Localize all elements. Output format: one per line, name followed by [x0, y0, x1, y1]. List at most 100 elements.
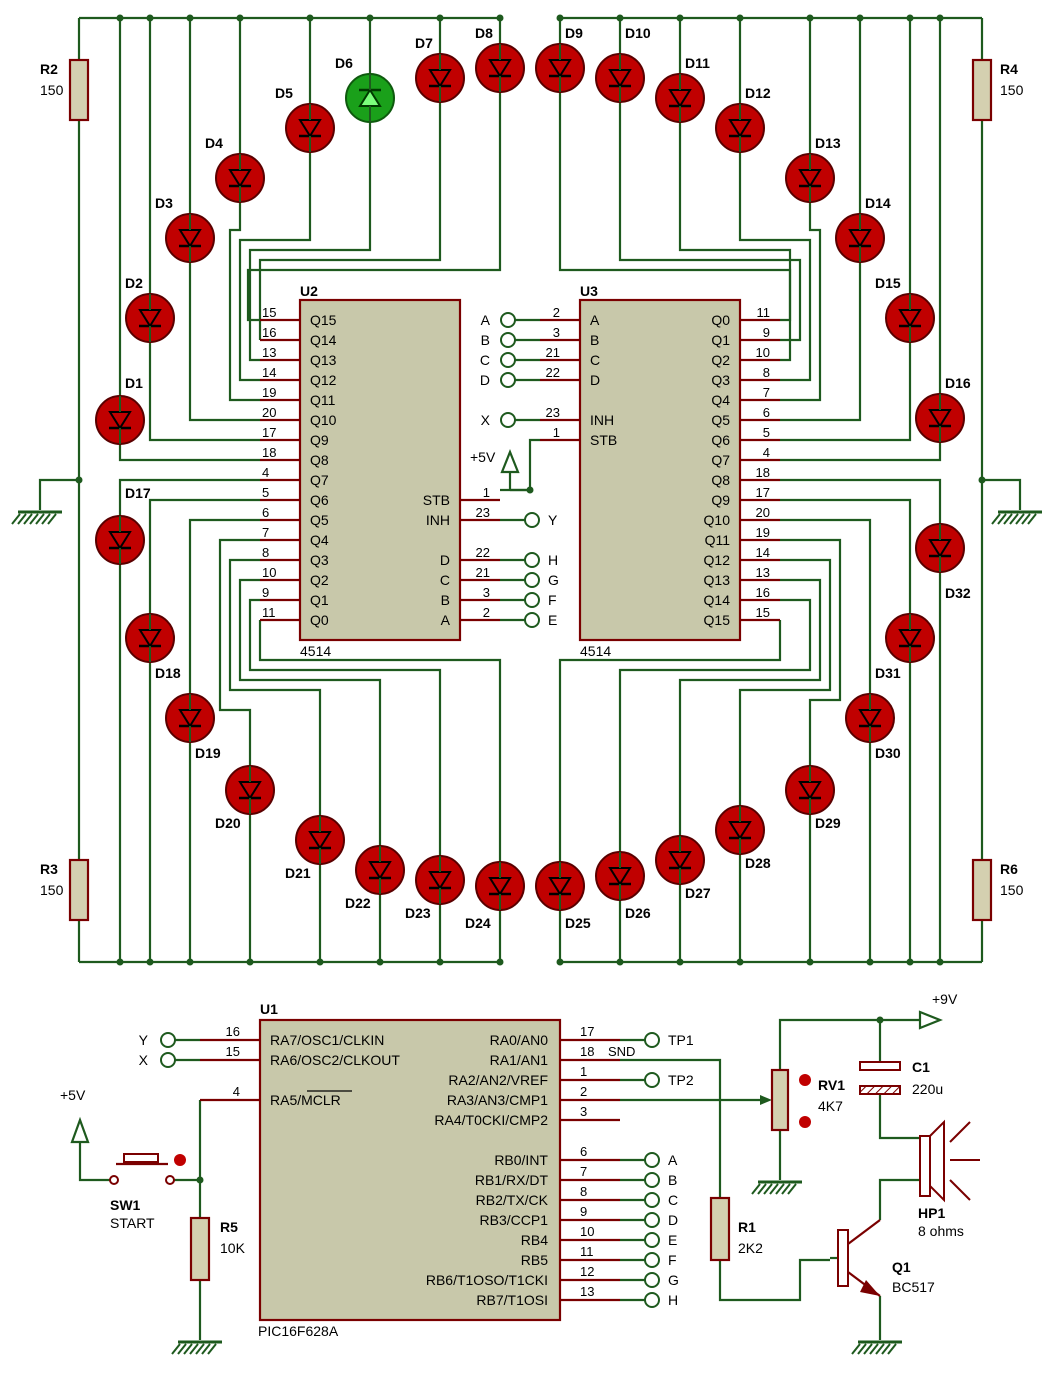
pin-name: Q8 [310, 452, 329, 468]
terminal-label: F [548, 592, 557, 608]
led-d11 [655, 73, 705, 123]
junction-dot [316, 958, 324, 966]
resistor-value: 150 [1000, 82, 1024, 98]
pot-value: 4K7 [818, 1098, 843, 1114]
pin-number: 1 [580, 1064, 587, 1079]
pin-number: 14 [262, 365, 276, 380]
pin-number: 9 [580, 1204, 587, 1219]
ground-hatch [851, 1343, 861, 1355]
junction-dot [936, 958, 944, 966]
diode-symbol [728, 806, 752, 854]
diode-symbol [488, 862, 512, 910]
resistor-value: 10K [220, 1240, 246, 1256]
pin-name: RB7/T1OSI [476, 1292, 548, 1308]
wire [780, 478, 942, 524]
diode-symbol [668, 74, 692, 122]
wire [228, 202, 260, 402]
led-d6 [345, 73, 395, 123]
ground-hatch [29, 513, 39, 525]
pin-name: Q0 [711, 312, 730, 328]
diode-symbol [138, 614, 162, 662]
terminal-label: G [668, 1272, 679, 1288]
junction-dot [186, 14, 194, 22]
pin-number: 17 [262, 425, 276, 440]
diode-symbol [358, 74, 382, 122]
pin-number: 22 [546, 365, 560, 380]
resistor-body [709, 1196, 731, 1262]
terminal-x [500, 412, 516, 428]
terminal-label: E [548, 612, 557, 628]
pin-number: 5 [262, 485, 269, 500]
resistor-ref: R5 [220, 1219, 238, 1235]
wire [878, 1178, 920, 1220]
terminal-rb [644, 1292, 660, 1308]
junction-dot [116, 958, 124, 966]
transistor-ref: Q1 [892, 1259, 911, 1275]
speaker-ref: HP1 [918, 1205, 945, 1221]
resistor-r1 [709, 1196, 731, 1262]
ground-symbol [851, 1340, 902, 1355]
pin-name: RB4 [521, 1232, 548, 1248]
power-arrow-9v [918, 1010, 943, 1030]
wire [620, 1058, 722, 1198]
resistor-body [68, 858, 90, 922]
ground-hatch [769, 1183, 779, 1195]
led-d16 [915, 393, 965, 443]
pin-number: 11 [580, 1244, 594, 1259]
diode-symbol [138, 294, 162, 342]
led-d32 [915, 523, 965, 573]
pin-name: Q2 [310, 572, 329, 588]
power-arrow-5v [500, 449, 520, 474]
junction-dot [856, 14, 864, 22]
resistor-value: 150 [1000, 882, 1024, 898]
pin-number: 15 [262, 305, 276, 320]
junction-dot [556, 14, 564, 22]
wire [718, 1258, 830, 1302]
ground-hatch [787, 1183, 797, 1195]
pin-number: 8 [763, 365, 770, 380]
pin-name: RA7/OSC1/CLKIN [270, 1032, 384, 1048]
terminal-label: Y [139, 1032, 149, 1048]
wire [780, 518, 872, 694]
led-d12 [715, 103, 765, 153]
junction-dot [496, 958, 504, 966]
wire [148, 498, 260, 614]
pin-number: 12 [580, 1264, 594, 1279]
pin-number: 2 [483, 605, 490, 620]
pin-name: RB5 [521, 1252, 548, 1268]
switch-cap [123, 1153, 159, 1163]
ground-symbol [11, 510, 62, 525]
ground-hatch [189, 1343, 199, 1355]
pin-number: 19 [756, 525, 770, 540]
wire [618, 598, 812, 852]
led-d15 [885, 293, 935, 343]
terminal-label: C [480, 352, 490, 368]
wire [246, 92, 502, 322]
junction-dot [75, 476, 83, 484]
terminal-label: C [668, 1192, 678, 1208]
ground-hatch [1021, 513, 1031, 525]
ground-hatch [11, 513, 21, 525]
led-d17 [95, 515, 145, 565]
terminal-rb [644, 1152, 660, 1168]
power-label: +5V [470, 449, 496, 465]
led-label: D29 [815, 815, 841, 831]
pin-name: Q10 [310, 412, 337, 428]
wire [780, 342, 912, 442]
led-d9 [535, 43, 585, 93]
led-label: D31 [875, 665, 901, 681]
led-d20 [225, 765, 275, 815]
terminal-y [160, 1032, 176, 1048]
led-label: D3 [155, 195, 173, 211]
pot-body [770, 1068, 790, 1132]
terminal-label: Y [548, 512, 558, 528]
pin-number: 16 [226, 1024, 240, 1039]
wire [738, 558, 832, 806]
pin-name: Q15 [310, 312, 337, 328]
ground-hatch [1003, 513, 1013, 525]
ground-hatch [875, 1343, 885, 1355]
resistor-ref: R4 [1000, 61, 1018, 77]
ground-hatch [881, 1343, 891, 1355]
pin-name: Q5 [310, 512, 329, 528]
pin-number: 10 [262, 565, 276, 580]
